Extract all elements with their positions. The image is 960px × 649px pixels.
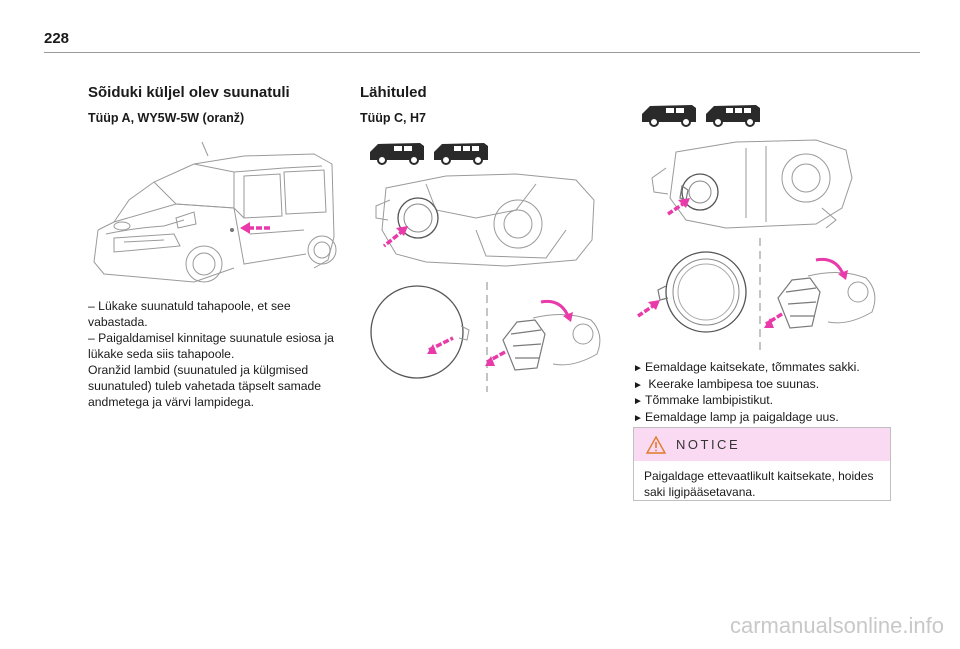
van-silhouette-icon xyxy=(642,105,696,127)
step-marker-icon: ► xyxy=(633,412,643,424)
van-side-indicator-illustration xyxy=(93,141,337,283)
paragraph-line: suunatuled) tuleb vahetada täpselt samad… xyxy=(88,379,322,393)
headlamp-unit-illustration-right xyxy=(651,139,853,229)
warning-triangle-icon xyxy=(645,435,667,454)
step-text: Keerake lambipesa toe suunas. xyxy=(645,376,820,391)
step-list: ►Eemaldage kaitsekate, tõmmates sakki. ►… xyxy=(633,360,860,426)
van-silhouette-icons-right xyxy=(642,105,760,127)
notice-text: Paigaldage ettevaatlikult kaitsekate, ho… xyxy=(644,468,873,500)
step-text: Eemaldage lamp ja paigaldage uus. xyxy=(645,409,839,424)
notice-header: NOTICE xyxy=(634,428,890,461)
paragraph-line: – Lükake suunatuld tahapoole, et see xyxy=(88,299,291,313)
step-item: ►Eemaldage lamp ja paigaldage uus. xyxy=(633,410,860,427)
notice-title: NOTICE xyxy=(676,437,741,452)
pink-arrow-icon xyxy=(765,312,783,326)
notice-box: NOTICE Paigaldage ettevaatlikult kaitsek… xyxy=(633,427,891,501)
subheading-type-c: Tüüp C, H7 xyxy=(360,111,426,125)
step-marker-icon: ► xyxy=(633,379,643,391)
van-silhouette-icon xyxy=(370,143,424,165)
step-text: Tõmmake lambipistikut. xyxy=(645,393,774,407)
paragraph-line: – Paigaldamisel kinnitage suunatule esio… xyxy=(88,331,334,345)
van-silhouette-icons xyxy=(370,143,488,165)
notice-line: saki ligipääsetavana. xyxy=(644,485,756,499)
step-item: ►Tõmmake lambipistikut. xyxy=(633,393,860,410)
step-text: Eemaldage kaitsekate, tõmmates sakki. xyxy=(645,360,860,374)
page-number: 228 xyxy=(44,30,70,47)
side-indicator-instructions: – Lükake suunatuld tahapoole, et see vab… xyxy=(88,298,334,410)
paragraph-line: lükake seda siis tahapoole. xyxy=(88,347,235,361)
cover-and-bulb-illustration-right xyxy=(637,238,876,354)
van-silhouette-icon xyxy=(434,143,488,165)
step-marker-icon: ► xyxy=(633,396,643,407)
cover-and-bulb-illustration xyxy=(370,282,601,392)
headlamp-unit-illustration xyxy=(375,173,595,267)
paragraph-line: andmetega ja värvi lampidega. xyxy=(88,395,254,409)
notice-line: Paigaldage ettevaatlikult kaitsekate, ho… xyxy=(644,469,874,483)
pink-arrow-icon xyxy=(382,228,406,248)
section-heading-side-indicator: Sõiduki küljel olev suunatuli xyxy=(88,84,290,101)
watermark[interactable]: carmanualsonline.info xyxy=(729,613,944,638)
section-heading-low-beam: Lähituled xyxy=(360,84,427,101)
step-item: ► Keerake lambipesa toe suunas. xyxy=(633,377,860,394)
top-divider xyxy=(44,52,920,53)
subheading-type-a: Tüüp A, WY5W-5W (oranž) xyxy=(88,111,245,125)
paragraph-line: Oranžid lambid (suunatuled ja külgmised xyxy=(88,363,309,377)
step-item: ►Eemaldage kaitsekate, tõmmates sakki. xyxy=(633,360,860,377)
paragraph-line: vabastada. xyxy=(88,315,148,329)
step-marker-icon: ► xyxy=(633,363,643,374)
van-silhouette-icon xyxy=(706,105,760,127)
